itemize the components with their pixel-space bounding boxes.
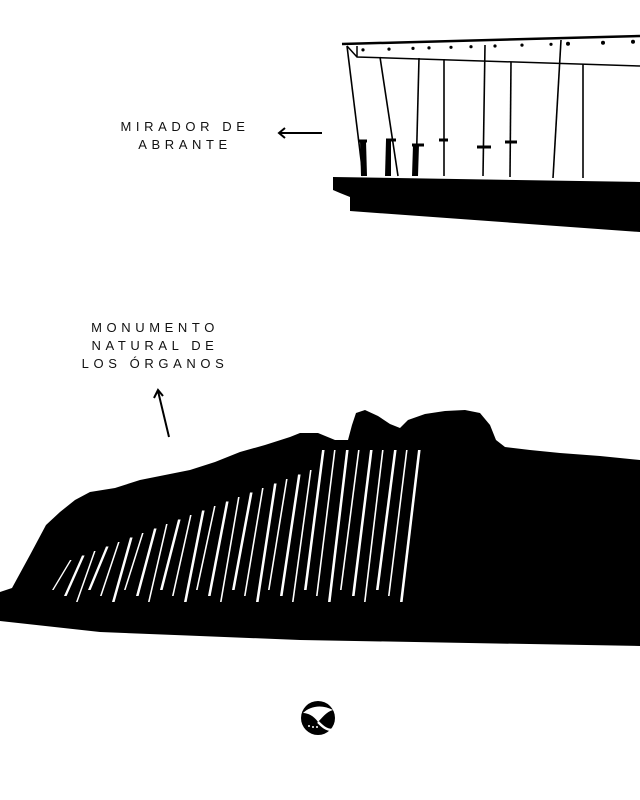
organ-stripe — [316, 450, 336, 596]
organ-stripe — [160, 519, 181, 590]
organ-stripe — [376, 450, 397, 590]
organ-stripe — [52, 560, 72, 590]
mirador-posts — [360, 141, 367, 176]
organ-stripe — [76, 551, 96, 602]
organ-stripe — [208, 501, 229, 596]
organ-stripe — [352, 450, 373, 596]
roof-dot — [631, 39, 635, 44]
roof-dot — [387, 47, 391, 51]
organ-stripe — [388, 450, 408, 596]
label-line: ABRANTE — [138, 137, 232, 152]
roof-dot — [427, 46, 431, 50]
label-monumento-natural: MONUMENTO NATURAL DE LOS ÓRGANOS — [50, 319, 260, 373]
organ-stripe — [364, 450, 384, 602]
mirador-posts — [412, 145, 419, 176]
roof-dot — [361, 48, 365, 52]
rod-clamps — [359, 138, 517, 149]
mirador-posts — [385, 140, 391, 176]
organ-stripe — [172, 515, 192, 596]
organ-stripe — [136, 528, 157, 596]
organ-stripe — [184, 510, 205, 602]
roof-beam — [346, 45, 640, 67]
roof-dot — [493, 44, 497, 48]
logo-icon — [301, 701, 335, 735]
mirador-deck — [333, 177, 640, 232]
roof-dot — [549, 42, 553, 46]
roof-dot — [601, 40, 605, 45]
organ-stripe — [196, 506, 216, 590]
organ-pipe-stripes — [52, 450, 421, 602]
organ-stripe — [124, 533, 144, 590]
roof-dot — [411, 46, 415, 51]
organ-stripe — [148, 524, 168, 602]
roof-dot — [469, 45, 473, 49]
arrow-left-icon — [277, 127, 322, 139]
roof-dots — [361, 39, 635, 52]
label-line: MONUMENTO — [91, 320, 219, 335]
organ-stripe — [88, 546, 109, 590]
label-mirador-de-abrante: MIRADOR DE ABRANTE — [80, 118, 290, 154]
roof-dot — [520, 43, 524, 47]
organ-stripe — [268, 479, 288, 590]
rods — [346, 39, 584, 179]
organ-stripe — [100, 542, 120, 596]
organ-stripe — [256, 483, 277, 602]
organ-stripe — [280, 474, 301, 596]
organ-stripe — [244, 488, 264, 596]
organ-stripe — [340, 450, 360, 590]
roof-dot — [566, 41, 570, 46]
organ-stripe — [232, 492, 253, 590]
organos-mountain — [0, 410, 640, 646]
label-line: LOS ÓRGANOS — [81, 356, 229, 371]
label-line: NATURAL DE — [91, 338, 219, 353]
organ-stripe — [112, 537, 133, 602]
organ-stripe — [400, 450, 421, 602]
organ-stripe — [220, 497, 240, 602]
organ-stripe — [292, 470, 312, 602]
label-line: MIRADOR DE — [120, 119, 250, 134]
arrow-up-icon — [153, 388, 170, 438]
roof-top — [341, 34, 640, 46]
organ-stripe — [304, 450, 325, 590]
organ-stripe — [64, 555, 85, 596]
organ-stripe — [328, 450, 349, 602]
roof-dot — [449, 45, 453, 49]
